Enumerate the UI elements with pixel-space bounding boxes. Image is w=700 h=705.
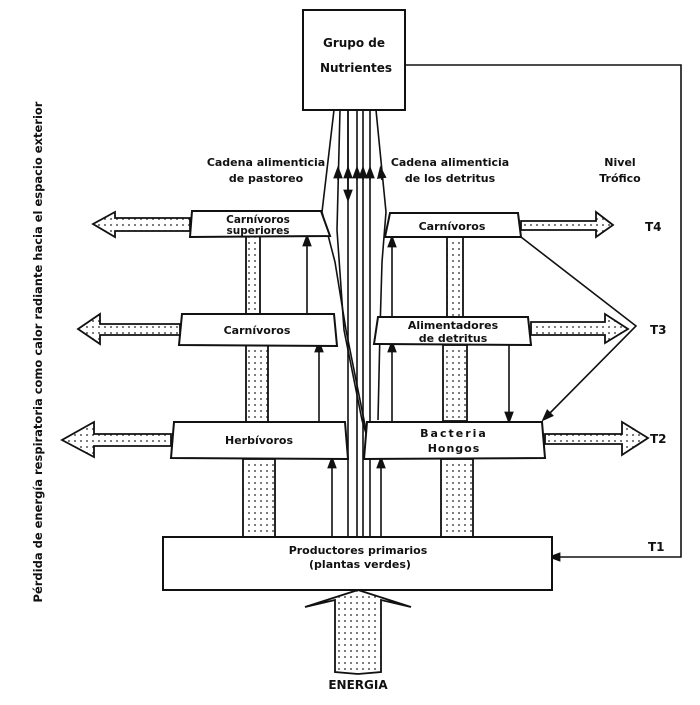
detritus-pillar-t2: [440, 458, 474, 538]
energy-label: ENERGIA: [328, 678, 388, 692]
trophic-level-t3: T3: [650, 323, 667, 337]
detritus-chain-header-2: de los detritus: [405, 172, 496, 185]
bacteria-fungi-box: [362, 421, 547, 461]
grazing-pillar-t2: [242, 458, 276, 538]
heat-loss-arrow-t2-left: [60, 420, 172, 459]
trophic-level-t1: T1: [648, 540, 665, 554]
bacteria-fungi-label-2: Hongos: [428, 442, 481, 455]
nutrient-pool-label-2: Nutrientes: [320, 61, 392, 75]
grazing-chain-header-2: de pastoreo: [229, 172, 304, 185]
bacteria-fungi-label-1: Bacteria: [420, 427, 488, 440]
top-carnivores-label-1: Carnívoros: [226, 214, 290, 226]
grazing-pillar-t4: [245, 235, 261, 315]
primary-producers-label-1: Productores primarios: [289, 544, 428, 557]
dead-matter-flow-line: [520, 236, 638, 422]
energy-input-arrow: [304, 589, 412, 675]
side-heat-loss-label: Pérdida de energía respiratoria como cal…: [31, 101, 45, 602]
detritus-feeders-box: [372, 316, 533, 347]
herbivores-box: [169, 421, 350, 461]
detritus-chain-header-1: Cadena alimenticia: [391, 156, 509, 169]
nutrient-flow-lines: [321, 109, 387, 540]
grazing-pillar-t3: [245, 339, 269, 423]
top-carnivores-label-2: superiores: [227, 225, 290, 237]
grazing-chain-header-1: Cadena alimenticia: [207, 156, 325, 169]
detritus-pillar-t4: [446, 236, 464, 318]
detritus-pillar-t3: [442, 344, 468, 422]
trophic-level-header-2: Trófico: [599, 172, 641, 185]
heat-loss-arrow-t3-right: [530, 312, 630, 345]
grazing-carnivores-label: Carnívoros: [224, 324, 291, 337]
trophic-level-t2: T2: [650, 432, 667, 446]
detritus-carnivores-label: Carnívoros: [419, 220, 486, 233]
detritus-feeders-label-1: Alimentadores: [408, 319, 499, 332]
heat-loss-arrow-t4-right: [520, 210, 615, 239]
detritus-carnivores-box: [383, 212, 523, 238]
nutrient-return-line: [405, 64, 682, 562]
heat-loss-arrow-t2-right: [544, 420, 650, 457]
herbivores-label: Herbívoros: [225, 434, 293, 447]
heat-loss-arrow-t4-left: [91, 210, 191, 239]
heat-loss-arrow-t3-left: [76, 312, 181, 346]
nutrient-pool-label-1: Grupo de: [323, 36, 385, 50]
nutrient-pool-box: [302, 9, 406, 111]
detritus-feeders-label-2: de detritus: [419, 332, 488, 345]
trophic-level-t4: T4: [645, 220, 662, 234]
primary-producers-label-2: (plantas verdes): [309, 558, 411, 571]
trophic-level-header-1: Nivel: [604, 156, 635, 169]
